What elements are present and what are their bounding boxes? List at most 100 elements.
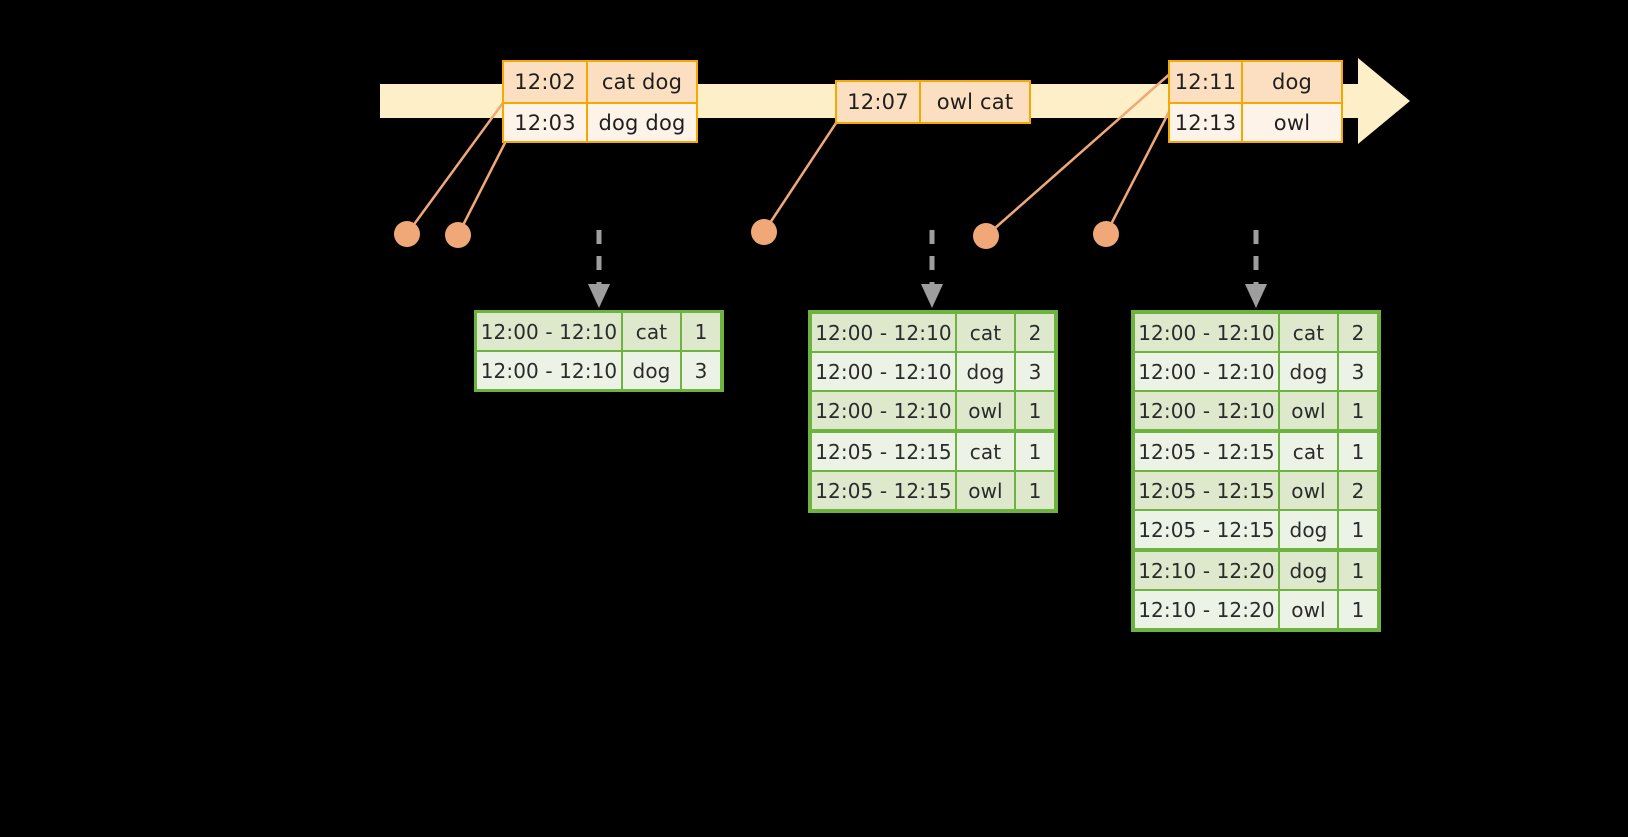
connector-dot-5-line bbox=[1104, 105, 1174, 235]
timeline-and-connectors bbox=[380, 58, 1410, 249]
cell-count: 1 bbox=[1016, 433, 1054, 470]
event-row: 12:02 cat dog bbox=[504, 62, 696, 102]
event-time: 12:11 bbox=[1170, 62, 1243, 102]
cell-window: 12:00 - 12:10 bbox=[812, 314, 955, 351]
cell-word: dog bbox=[1280, 552, 1337, 589]
event-box-3[interactable]: 12:11 dog 12:13 owl bbox=[1168, 60, 1343, 143]
cell-window: 12:05 - 12:15 bbox=[1135, 511, 1278, 548]
cell-word: owl bbox=[1280, 472, 1337, 509]
event-row: 12:11 dog bbox=[1170, 62, 1341, 102]
cell-window: 12:00 - 12:10 bbox=[477, 352, 621, 389]
cell-window: 12:10 - 12:20 bbox=[1135, 591, 1278, 628]
cell-window: 12:05 - 12:15 bbox=[812, 433, 955, 470]
cell-count: 1 bbox=[1339, 511, 1377, 548]
connector-dots bbox=[394, 219, 1119, 249]
cell-count: 1 bbox=[1339, 591, 1377, 628]
dashed-arrow-2 bbox=[921, 230, 943, 308]
cell-word: dog bbox=[1280, 353, 1337, 390]
cell-word: owl bbox=[1280, 392, 1337, 429]
cell-count: 1 bbox=[1339, 552, 1377, 589]
arrowhead-icon bbox=[1245, 284, 1267, 308]
connector-dot-4-line bbox=[985, 71, 1173, 237]
cell-count: 2 bbox=[1016, 314, 1054, 351]
cell-word: owl bbox=[1280, 591, 1337, 628]
connector-dot-3[interactable] bbox=[751, 219, 777, 245]
event-time: 12:13 bbox=[1170, 104, 1243, 141]
cell-count: 3 bbox=[682, 352, 720, 389]
dashed-arrow-3 bbox=[1245, 230, 1267, 308]
dashed-arrow-1 bbox=[588, 230, 610, 308]
cell-word: cat bbox=[957, 433, 1014, 470]
cell-window: 12:00 - 12:10 bbox=[812, 392, 955, 429]
event-words: owl cat bbox=[936, 90, 1014, 114]
event-words: dog dog bbox=[598, 110, 686, 135]
cell-count: 3 bbox=[1016, 353, 1054, 390]
connector-dot-1[interactable] bbox=[394, 221, 420, 247]
cell-word: dog bbox=[623, 352, 680, 389]
connector-lines bbox=[405, 71, 1174, 237]
connector-dot-5[interactable] bbox=[1093, 221, 1119, 247]
event-box-2[interactable]: 12:07 owl cat bbox=[835, 80, 1031, 124]
cell-window: 12:05 - 12:15 bbox=[1135, 433, 1278, 470]
cell-word: cat bbox=[957, 314, 1014, 351]
connector-dot-2-line bbox=[456, 136, 510, 236]
cell-window: 12:00 - 12:10 bbox=[1135, 314, 1278, 351]
event-row: 12:13 owl bbox=[1170, 102, 1341, 141]
cell-window: 12:00 - 12:10 bbox=[1135, 392, 1278, 429]
cell-count: 1 bbox=[1339, 392, 1377, 429]
cell-word: owl bbox=[957, 392, 1014, 429]
event-time: 12:03 bbox=[504, 104, 588, 141]
event-row: 12:03 dog dog bbox=[504, 102, 696, 141]
cell-word: owl bbox=[957, 472, 1014, 509]
arrowhead-icon bbox=[921, 284, 943, 308]
cell-word: cat bbox=[1280, 433, 1337, 470]
connector-dot-4[interactable] bbox=[973, 223, 999, 249]
event-words: cat dog bbox=[601, 70, 683, 94]
cell-window: 12:05 - 12:15 bbox=[812, 472, 955, 509]
cell-count: 2 bbox=[1339, 472, 1377, 509]
event-time: 12:07 bbox=[837, 82, 921, 122]
cell-window: 12:00 - 12:10 bbox=[477, 313, 621, 350]
cell-window: 12:00 - 12:10 bbox=[1135, 353, 1278, 390]
cell-window: 12:05 - 12:15 bbox=[1135, 472, 1278, 509]
connector-dot-2[interactable] bbox=[445, 222, 471, 248]
connector-dot-3-line bbox=[762, 116, 842, 233]
event-time: 12:02 bbox=[504, 62, 588, 102]
connector-dot-1-line bbox=[405, 99, 507, 235]
cell-count: 2 bbox=[1339, 314, 1377, 351]
cell-word: cat bbox=[623, 313, 680, 350]
cell-count: 3 bbox=[1339, 353, 1377, 390]
cell-window: 12:00 - 12:10 bbox=[812, 353, 955, 390]
event-words: dog bbox=[1271, 70, 1313, 94]
cell-count: 1 bbox=[1016, 472, 1054, 509]
cell-count: 1 bbox=[1339, 433, 1377, 470]
event-words: owl bbox=[1273, 110, 1311, 135]
cell-word: dog bbox=[957, 353, 1014, 390]
cell-count: 1 bbox=[682, 313, 720, 350]
cell-word: dog bbox=[1280, 511, 1337, 548]
cell-word: cat bbox=[1280, 314, 1337, 351]
event-box-1[interactable]: 12:02 cat dog 12:03 dog dog bbox=[502, 60, 698, 143]
cell-count: 1 bbox=[1016, 392, 1054, 429]
cell-window: 12:10 - 12:20 bbox=[1135, 552, 1278, 589]
event-row: 12:07 owl cat bbox=[837, 82, 1029, 122]
